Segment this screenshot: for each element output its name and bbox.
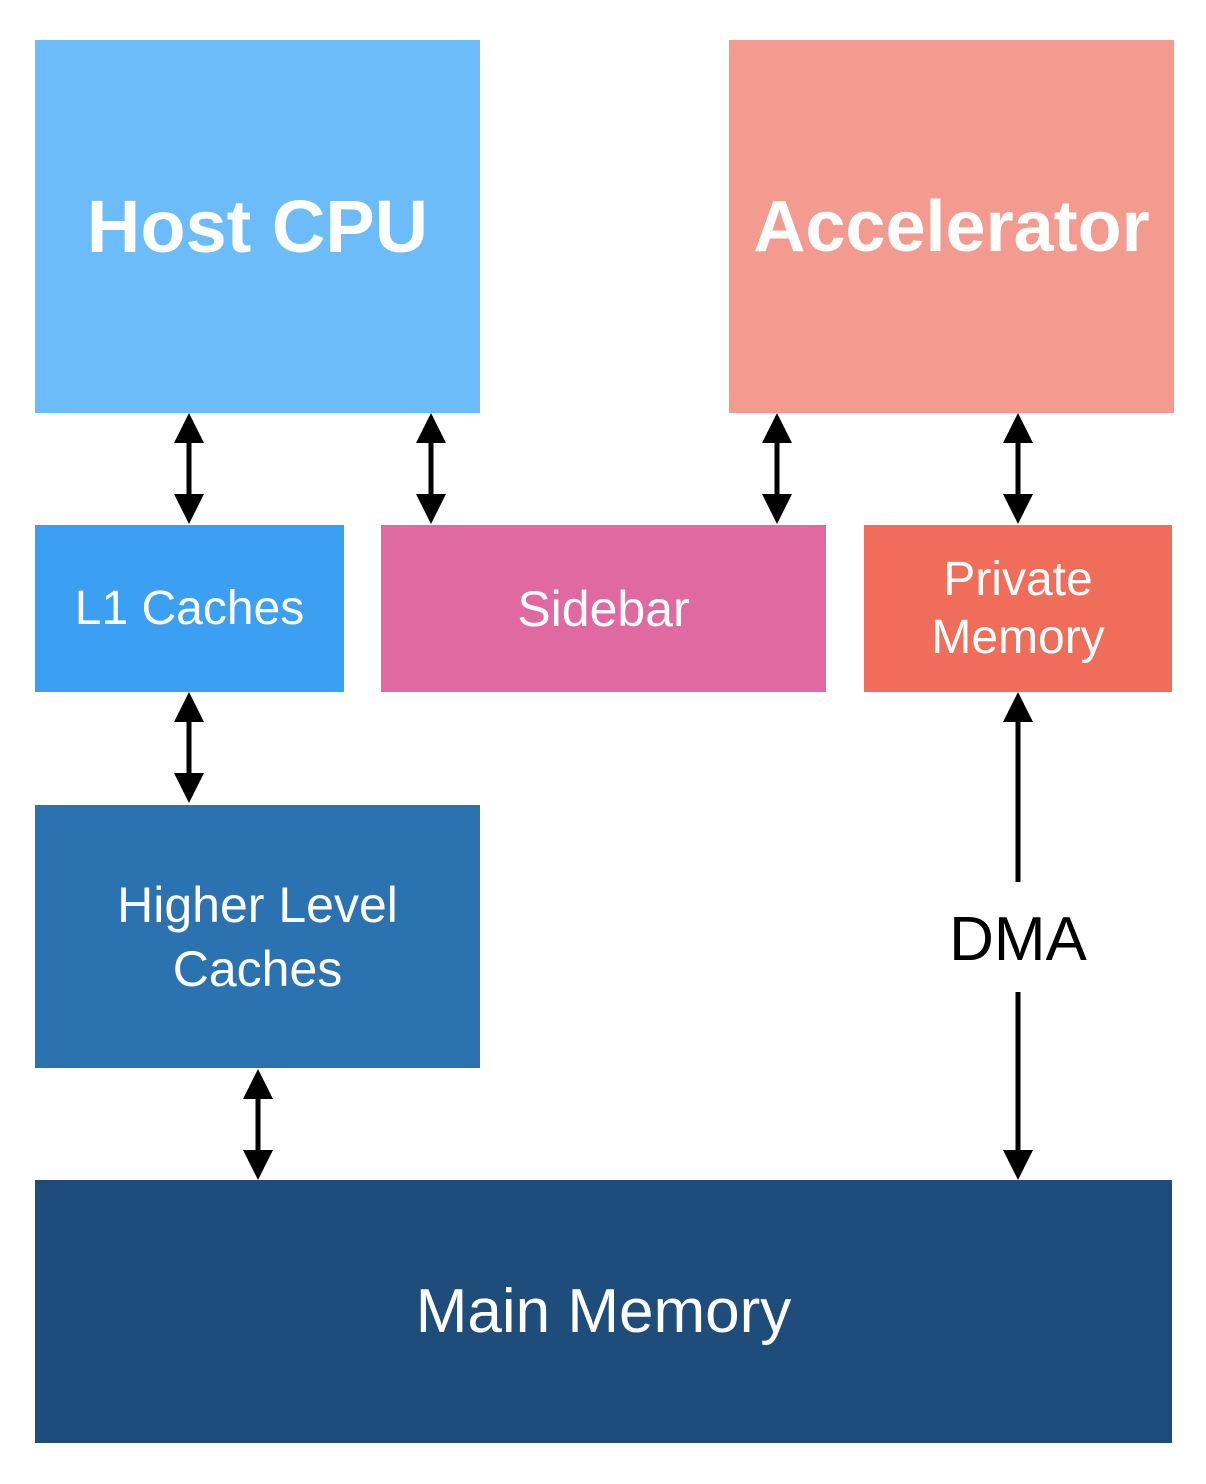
private-memory-label-line2: Memory: [931, 610, 1105, 664]
higher-level-caches-label-line1: Higher Level: [117, 876, 398, 933]
host-cpu-box: Host CPU: [35, 40, 480, 413]
accelerator-label: Accelerator: [753, 186, 1150, 267]
sidebar-label: Sidebar: [517, 580, 690, 637]
sidebar-box: Sidebar: [381, 525, 826, 692]
main-memory-label: Main Memory: [415, 1277, 792, 1346]
higher-level-caches-label-line2: Caches: [172, 940, 343, 997]
l1-caches-box: L1 Caches: [35, 525, 344, 692]
private-memory-box: Private Memory: [864, 525, 1172, 692]
main-memory-box: Main Memory: [35, 1180, 1172, 1443]
private-memory-label-line1: Private: [943, 552, 1093, 606]
l1-caches-label: L1 Caches: [74, 582, 305, 635]
higher-level-caches-box: Higher Level Caches: [35, 805, 480, 1068]
accelerator-box: Accelerator: [729, 40, 1174, 413]
host-cpu-label: Host CPU: [86, 185, 429, 268]
dma-label: DMA: [949, 905, 1087, 974]
